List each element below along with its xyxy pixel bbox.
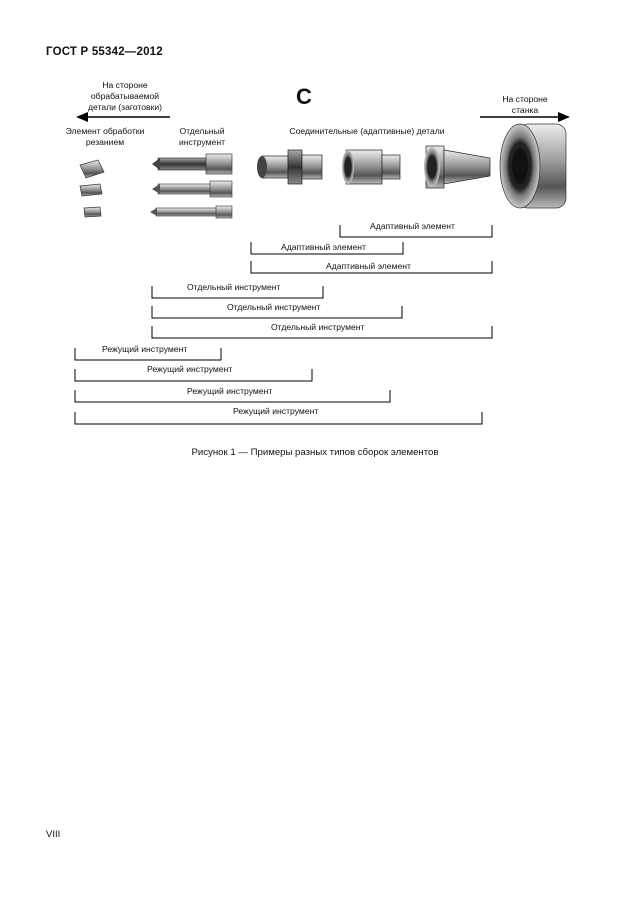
bracket-line-7: [74, 348, 222, 361]
bracket-line-9: [74, 390, 391, 403]
bracket-line-10: [74, 412, 483, 425]
bracket-label-cutting-4: Режущий инструмент: [233, 406, 319, 416]
bracket-line-5: [151, 306, 403, 319]
bracket-label-tool-3: Отдельный инструмент: [271, 322, 365, 332]
cutting-insert-1: [79, 159, 105, 179]
document-header: ГОСТ Р 55342—2012: [46, 46, 163, 58]
bracket-label-tool-1: Отдельный инструмент: [187, 282, 281, 292]
cutting-insert-2: [79, 183, 103, 197]
cutting-insert-3: [83, 206, 102, 218]
bracket-label-cutting-3: Режущий инструмент: [187, 386, 273, 396]
drill-tool-1: [152, 153, 233, 175]
bracket-line-6: [151, 326, 493, 339]
workpiece-side-label: На стороне обрабатываемой детали (загото…: [87, 80, 163, 112]
bracket-label-cutting-1: Режущий инструмент: [102, 344, 188, 354]
bracket-line-3: [250, 261, 493, 274]
bracket-line-4: [151, 286, 324, 299]
machine-side-label: На стороне станка: [502, 94, 548, 115]
figure-caption: Рисунок 1 — Примеры разных типов сборок …: [191, 447, 439, 458]
bracket-lines: [74, 225, 493, 425]
machine-spindle: [499, 123, 567, 209]
adapter-part-1: [257, 149, 323, 185]
section-letter: C: [296, 84, 312, 109]
taper-holder: [424, 145, 491, 189]
page-number: VIII: [46, 829, 61, 840]
drill-tool-3: [150, 205, 233, 219]
bracket-label-cutting-2: Режущий инструмент: [147, 364, 233, 374]
bracket-label-adaptive-3: Адаптивный элемент: [326, 261, 411, 271]
bracket-label-adaptive-2: Адаптивный элемент: [281, 242, 366, 252]
right-arrow: [480, 112, 570, 122]
single-tool-header: Отдельный инструмент: [178, 126, 226, 147]
bracket-line-2: [250, 242, 404, 255]
bracket-line-1: [339, 225, 493, 238]
drill-tool-2: [152, 180, 233, 198]
adapter-part-2: [342, 149, 401, 185]
bracket-line-8: [74, 369, 313, 382]
bracket-label-adaptive-1: Адаптивный элемент: [370, 221, 455, 231]
left-arrow: [76, 112, 170, 122]
bracket-label-tool-2: Отдельный инструмент: [227, 302, 321, 312]
adaptive-parts-header: Соединительные (адаптивные) детали: [289, 126, 445, 136]
cutting-element-header: Элемент обработки резанием: [65, 126, 145, 147]
